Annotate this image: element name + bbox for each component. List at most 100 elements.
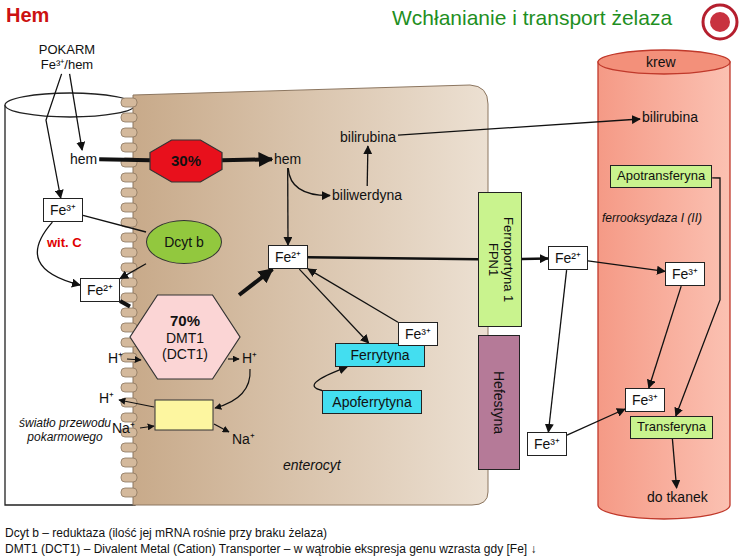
- hephaestin-box: Hefestyna: [478, 335, 520, 470]
- node-text: Fe³⁺: [534, 436, 560, 452]
- microvillus: [121, 473, 137, 482]
- connector: [120, 264, 146, 279]
- connector: [367, 146, 369, 186]
- node-text: DMT1 (DCT1): [149, 330, 221, 362]
- ferroportin-box: Ferroportyna 1 FPN1: [478, 192, 522, 327]
- node-text: Fe³⁺: [50, 202, 76, 218]
- apotransferrin-box: Apotransferyna: [610, 165, 712, 188]
- microvillus: [121, 383, 137, 392]
- connector: [314, 367, 347, 390]
- microvillus: [121, 248, 137, 257]
- proton-arrow: [119, 400, 154, 407]
- connector: [548, 270, 566, 432]
- lumen-top: [5, 93, 135, 117]
- microvillus: [121, 278, 137, 287]
- connector: [37, 222, 80, 285]
- microvillus: [121, 113, 137, 122]
- iron-box: Fe³⁺: [398, 322, 438, 346]
- microvillus: [121, 293, 137, 302]
- microvillus: [121, 203, 137, 212]
- node-text: POKARM Fe³⁺/hem: [32, 43, 102, 73]
- microvillus: [121, 98, 137, 107]
- apoferritin-box: Apoferrytyna: [322, 390, 422, 414]
- iron-box: Fe²⁺: [548, 246, 588, 270]
- node-text: Fe²⁺: [87, 282, 113, 298]
- connector: [288, 168, 330, 195]
- proton-arrow: [215, 369, 250, 408]
- node-text: Fe³⁺: [632, 392, 658, 408]
- connector: [649, 286, 681, 388]
- iron-box: Fe²⁺: [80, 278, 120, 302]
- node-text: Fe²⁺: [275, 249, 301, 265]
- bilirubin-label: bilirubina: [338, 128, 398, 146]
- node-text: światło przewodu pokarmowego: [17, 417, 113, 445]
- heme-label: hem: [272, 150, 303, 168]
- footnote: DMT1 (DCT1) – Divalent Metal (Cation) Tr…: [5, 543, 537, 557]
- node-text: Apoferrytyna: [332, 394, 411, 410]
- microvillus: [121, 143, 137, 152]
- blood-vessel-body: [598, 62, 730, 519]
- lumen-region: światło przewodu pokarmowego hemFe³⁺ Fe²⁺: [5, 95, 135, 507]
- connector: [239, 269, 272, 295]
- lumen-outline: [5, 105, 135, 505]
- microvillus: [121, 188, 137, 197]
- microvillus: [121, 233, 137, 242]
- ion-label: H⁺: [99, 390, 114, 406]
- ion-label: Na⁺: [112, 420, 135, 436]
- microvillus: [121, 488, 137, 497]
- microvillus: [121, 458, 137, 467]
- proton-arrow: [228, 358, 239, 359]
- transferrin-box: Transferyna: [630, 416, 713, 439]
- node-text: Apotransferyna: [617, 169, 705, 184]
- node-text: bilirubina: [340, 129, 396, 145]
- connector: [588, 261, 665, 272]
- node-text: biliwerdyna: [332, 187, 402, 203]
- node-text: Fe³⁺: [405, 326, 431, 342]
- slide-title: Wchłanianie i transport żelaza: [392, 6, 672, 30]
- iron-box: Fe³⁺: [665, 262, 705, 286]
- heme-transporter-shape: [150, 140, 222, 182]
- node-text: hem: [274, 151, 301, 167]
- microvillus: [121, 368, 137, 377]
- connector: [46, 74, 62, 198]
- connector: [299, 269, 368, 343]
- sodium-arrow: [214, 424, 229, 432]
- microvillus: [121, 308, 137, 317]
- tissue-label: do tkanek: [645, 488, 710, 506]
- edge-label: wit. C: [47, 236, 82, 251]
- iron-box: Fe³⁺: [43, 198, 83, 222]
- connector: [222, 159, 272, 160]
- node-text: Ferroportyna 1 FPN1: [485, 204, 515, 316]
- node-text: 30%: [171, 152, 201, 169]
- node-text: hem: [70, 151, 97, 167]
- sodium-arrow: [140, 426, 154, 428]
- node-text: Ferrytyna: [350, 347, 409, 363]
- footnote: Dcyt b – reduktaza (ilość jej mRNA rośni…: [5, 527, 327, 541]
- node-text: 70%: [170, 312, 200, 329]
- node-text: Dcyt b: [164, 234, 204, 250]
- ion-label: H⁺: [242, 350, 257, 366]
- food-source: POKARM Fe³⁺/hem: [30, 42, 104, 74]
- connector: [70, 74, 83, 150]
- logo-center: [710, 12, 730, 32]
- biliverdin-label: biliwerdyna: [330, 186, 404, 204]
- microvillus: [121, 173, 137, 182]
- ion-label: H⁺: [108, 350, 123, 366]
- exchanger-box: [155, 400, 213, 430]
- blood-vessel: krewbilirubinaApotransferynaFe³⁺Fe³⁺Tran…: [598, 50, 730, 520]
- dmt1-hexagon: 70%DMT1 (DCT1): [130, 295, 240, 379]
- connector: [398, 119, 640, 135]
- edge-label: ferrooksydaza I (II): [602, 212, 702, 226]
- ion-label: Na⁺: [232, 431, 255, 447]
- blood-vessel-top: [598, 50, 730, 74]
- iron-box: Fe²⁺: [268, 245, 308, 269]
- connector: [522, 257, 548, 260]
- connector: [308, 257, 478, 259]
- proton-arrow: [127, 359, 141, 360]
- section-heading: Hem: [6, 4, 49, 27]
- microvillus: [121, 128, 137, 137]
- iron-box: Fe³⁺: [625, 388, 665, 412]
- microvillus: [121, 443, 137, 452]
- node-text: Hefestyna: [491, 371, 507, 434]
